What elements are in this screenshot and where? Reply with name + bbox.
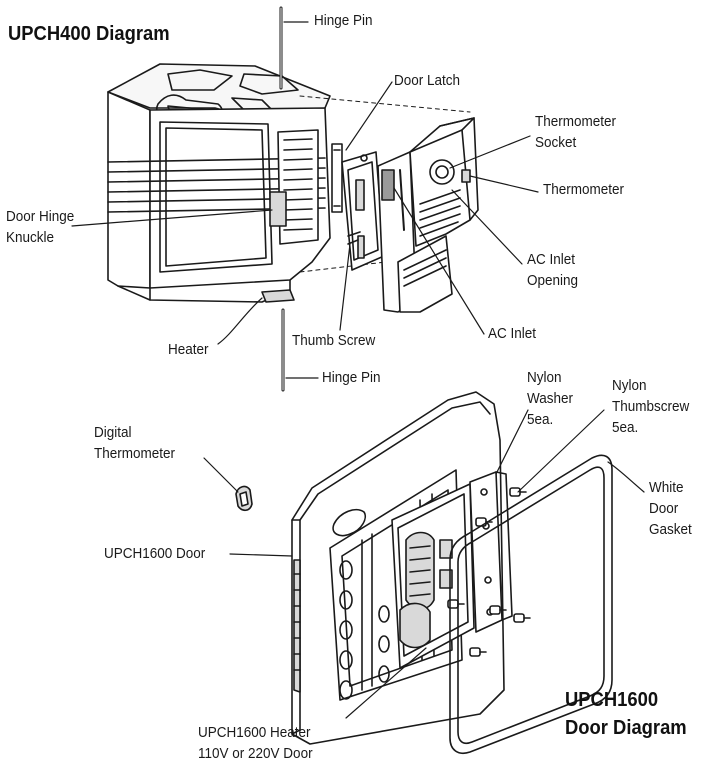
label-digital-thermometer-1: Digital (94, 424, 132, 441)
thermometer-socket-part (429, 159, 455, 185)
leader-ac-inlet-opening (451, 189, 523, 265)
thermometer-part (461, 169, 471, 183)
thumb-screw-part (347, 231, 361, 245)
label-thermometer-socket-1: Thermometer (535, 113, 617, 130)
leader-upch1600-door (229, 553, 293, 557)
label-white-door-gasket-1: White (649, 479, 684, 496)
heater-box-side (409, 129, 471, 247)
label-nylon-thumbscrew-1: Nylon (612, 377, 647, 394)
door-oval-window (332, 508, 366, 537)
door-inner-frame (329, 469, 463, 701)
cabinet-base (117, 279, 291, 303)
label-upch1600-heater-1: UPCH1600 Heater (198, 724, 311, 741)
label-white-door-gasket-3: Gasket (649, 521, 692, 538)
label-hinge-pin-bottom: Hinge Pin (322, 369, 381, 386)
leader-door-latch (345, 81, 393, 151)
leader-lines (71, 21, 645, 719)
label-white-door-gasket-2: Door (649, 500, 679, 517)
leader-white-door-gasket (607, 461, 645, 493)
label-door-hinge-knuckle-2: Knuckle (6, 229, 55, 246)
upch400-heater-box (377, 117, 479, 313)
leader-thermometer (469, 175, 539, 193)
leader-thumb-screw (339, 243, 351, 331)
leader-upch1600-heater (345, 647, 427, 719)
cabinet-opening (159, 121, 273, 273)
cabinet-top-recess (167, 69, 233, 91)
label-hinge-pin-top: Hinge Pin (314, 12, 373, 29)
white-door-gasket-part (449, 454, 613, 754)
label-thermometer-socket-2: Socket (535, 134, 577, 151)
ac-inlet-part (381, 169, 395, 201)
digital-thermometer-part (235, 485, 253, 512)
upch400-cabinet (107, 63, 471, 303)
label-upch1600-door: UPCH1600 Door (104, 545, 206, 562)
alignment-dash (299, 95, 471, 113)
door-vent-holes (339, 560, 390, 700)
label-ac-inlet-opening-1: AC Inlet (527, 251, 576, 268)
leader-nylon-thumbscrew (517, 409, 605, 493)
label-nylon-washer-1: Nylon (527, 369, 562, 386)
label-thermometer: Thermometer (543, 181, 625, 198)
upch1600-door-assembly (291, 391, 513, 745)
label-nylon-thumbscrew-2: Thumbscrew (612, 398, 690, 415)
leader-heater (217, 297, 263, 345)
door-latch-part (331, 143, 343, 213)
label-nylon-thumbscrew-3: 5ea. (612, 419, 639, 436)
label-upch1600-heater-2: 110V or 220V Door (198, 745, 313, 762)
heater-box-lower (397, 235, 453, 313)
upch1600-heater-module (391, 483, 475, 669)
leader-thermometer-socket (449, 135, 531, 169)
leader-door-hinge-knuckle (71, 209, 273, 227)
label-ac-inlet: AC Inlet (488, 325, 537, 342)
label-door-latch: Door Latch (394, 72, 461, 89)
title-upch1600-line2: Door Diagram (565, 717, 687, 739)
leader-ac-inlet (393, 187, 485, 335)
label-heater: Heater (168, 341, 209, 358)
cabinet-grill (277, 129, 319, 245)
label-digital-thermometer-2: Thermometer (94, 445, 176, 462)
label-door-hinge-knuckle-1: Door Hinge (6, 208, 75, 225)
cabinet-top-recess-2 (239, 73, 299, 95)
label-ac-inlet-opening-2: Opening (527, 272, 579, 289)
door-hinge-knuckle-part (269, 191, 287, 227)
label-nylon-washer-3: 5ea. (527, 411, 554, 428)
heater-tab (261, 289, 295, 303)
label-thumb-screw: Thumb Screw (292, 332, 376, 349)
label-nylon-washer-2: Washer (527, 390, 574, 407)
door-handle-slot (293, 559, 301, 693)
leader-digital-thermometer (203, 457, 239, 493)
leader-nylon-washer (495, 409, 529, 475)
title-upch1600-line1: UPCH1600 (565, 689, 659, 711)
title-upch400: UPCH400 Diagram (8, 23, 170, 45)
cabinet-opening-inner (165, 127, 267, 267)
cabinet-front (107, 91, 151, 289)
